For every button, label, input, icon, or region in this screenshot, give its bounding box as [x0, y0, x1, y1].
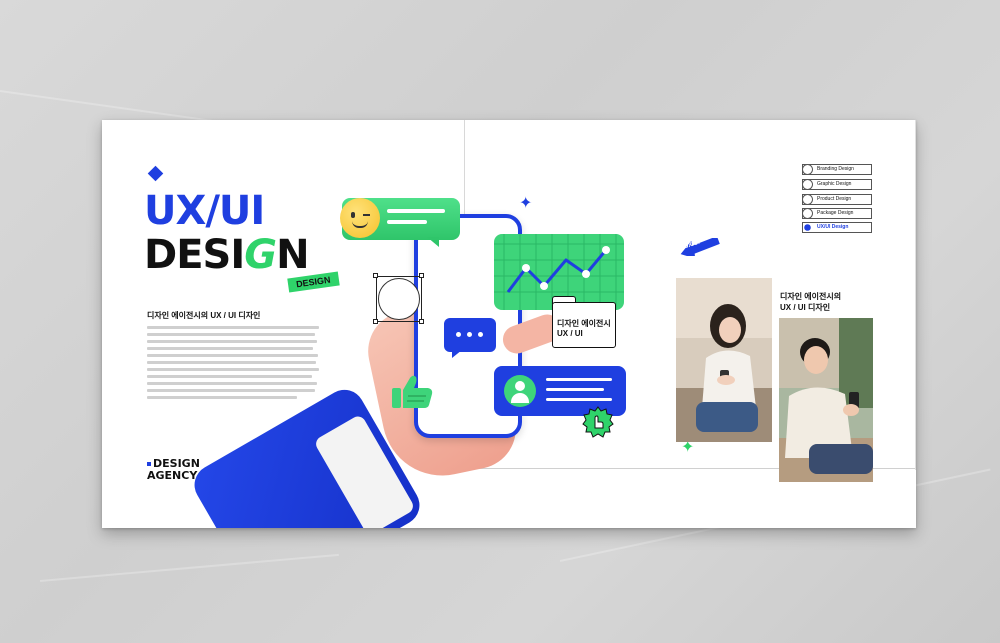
cursor-hand-icon	[582, 406, 614, 438]
menu-item-label: Package Design	[817, 210, 854, 216]
body-line	[147, 396, 297, 399]
profile-line	[546, 378, 612, 381]
sticker-icon	[378, 278, 420, 320]
photo-caption: 디자인 에이전시의 UX / UI 디자인	[780, 291, 841, 313]
body-line	[147, 354, 318, 357]
photo-caption-line1: 디자인 에이전시의	[780, 292, 842, 301]
radio-icon	[802, 194, 813, 205]
agency-logo: DESIGN AGENCY	[147, 458, 200, 482]
selection-box	[376, 276, 422, 322]
radio-icon	[802, 179, 813, 190]
menu-item-label: Graphic Design	[817, 181, 852, 187]
body-line	[147, 368, 319, 371]
marble-vein	[39, 553, 339, 582]
title-design: DESIGN	[144, 232, 310, 278]
body-line	[147, 326, 319, 329]
photo-man-with-phone	[779, 318, 873, 482]
menu-item-uxui[interactable]: UX/UI Design	[802, 222, 872, 233]
frame-line	[464, 468, 916, 469]
menu-item-label: UX/UI Design	[817, 224, 849, 230]
bubble-line	[387, 220, 427, 224]
agency-line2: AGENCY	[147, 469, 198, 482]
folder-label: 디자인 에이전시 UX / UI	[557, 319, 611, 339]
sparkle-icon: ✦	[681, 439, 695, 456]
logo-dot-icon	[147, 462, 151, 466]
selection-handle	[373, 273, 378, 278]
menu-item-product[interactable]: Product Design	[802, 194, 872, 205]
body-line	[147, 375, 312, 378]
brochure: UX/UI DESIGN DESIGN 디자인 에이전시의 UX / UI 디자…	[102, 120, 916, 528]
sparkle-icon: ✦	[519, 195, 533, 212]
profile-icon	[504, 375, 536, 407]
profile-card	[494, 366, 626, 416]
bubble-tail	[427, 237, 439, 247]
folder-label-line2: UX / UI	[557, 329, 583, 338]
selection-handle	[419, 273, 424, 278]
folder-tab	[552, 296, 576, 304]
body-line	[147, 382, 317, 385]
smiley-icon	[340, 198, 380, 238]
body-line	[147, 361, 316, 364]
line-chart-icon	[494, 234, 624, 310]
chat-bubble-icon	[444, 318, 496, 352]
profile-line	[546, 398, 612, 401]
body-line	[147, 340, 317, 343]
menu-item-graphic[interactable]: Graphic Design	[802, 179, 872, 190]
diamond-icon	[147, 165, 164, 182]
title-design-part: N	[276, 232, 309, 278]
selection-handle	[419, 319, 424, 324]
agency-line1: DESIGN	[153, 457, 200, 470]
menu-item-label: Branding Design	[817, 166, 854, 172]
body-text-placeholder	[147, 326, 319, 403]
body-line	[147, 347, 313, 350]
radio-icon	[802, 208, 813, 219]
bubble-line	[387, 209, 445, 213]
title-design-part: DESI	[144, 232, 245, 278]
selection-handle	[373, 319, 378, 324]
subheading: 디자인 에이전시의 UX / UI 디자인	[147, 311, 261, 320]
menu-item-package[interactable]: Package Design	[802, 208, 872, 219]
bubble-tail	[452, 350, 462, 358]
body-line	[147, 333, 315, 336]
radio-selected-icon	[804, 224, 811, 231]
menu-item-branding[interactable]: Branding Design	[802, 164, 872, 175]
body-line	[147, 389, 315, 392]
radio-icon	[802, 164, 813, 175]
folder-label-line1: 디자인 에이전시	[557, 319, 611, 328]
photo-caption-line2: UX / UI 디자인	[780, 303, 831, 312]
frame-line	[915, 120, 916, 470]
folder-icon	[552, 302, 616, 348]
photo-woman-with-phone	[676, 278, 772, 442]
thumbs-up-icon	[392, 375, 433, 408]
arrow-left-icon	[680, 238, 720, 256]
title-ux-ui: UX/UI	[144, 188, 265, 234]
profile-line	[546, 388, 604, 391]
menu-item-label: Product Design	[817, 196, 852, 202]
title-design-g: G	[244, 232, 277, 278]
